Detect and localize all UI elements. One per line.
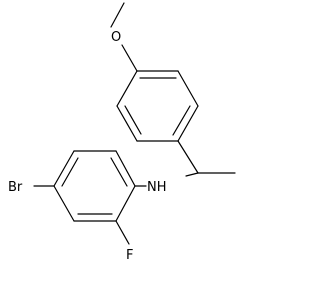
bond-upper-ring-3	[177, 105, 199, 142]
bond-lower-ring-1-inner	[110, 157, 128, 187]
fluorine-label: F	[126, 248, 133, 263]
bond-methyl-oxygen	[110, 2, 125, 28]
bond-lower-ring-3-inner	[61, 157, 79, 187]
bond-ch-to-nh	[185, 172, 199, 177]
bond-upper-ring-6	[116, 70, 138, 107]
bond-ring-to-f	[115, 220, 130, 245]
molecule-structure: O NH Br F	[8, 2, 236, 263]
bond-lower-ring-1	[115, 150, 136, 187]
bond-upper-ring-2	[177, 70, 199, 107]
bond-upper-ring-3-inner	[172, 105, 191, 136]
bond-upper-ring-5-inner	[124, 105, 142, 135]
bond-lower-ring-4	[53, 185, 75, 222]
bond-lower-ring-3	[53, 150, 75, 187]
bond-oxygen-ring	[121, 44, 138, 72]
amine-label: NH	[147, 180, 167, 195]
bond-lower-ring-6	[115, 185, 136, 222]
oxygen-label: O	[111, 30, 121, 45]
structure-canvas: O NH Br F	[8, 2, 236, 263]
bond-upper-ring-5	[116, 105, 138, 142]
bond-ring-to-ch	[177, 140, 199, 174]
bromine-label: Br	[8, 180, 23, 195]
